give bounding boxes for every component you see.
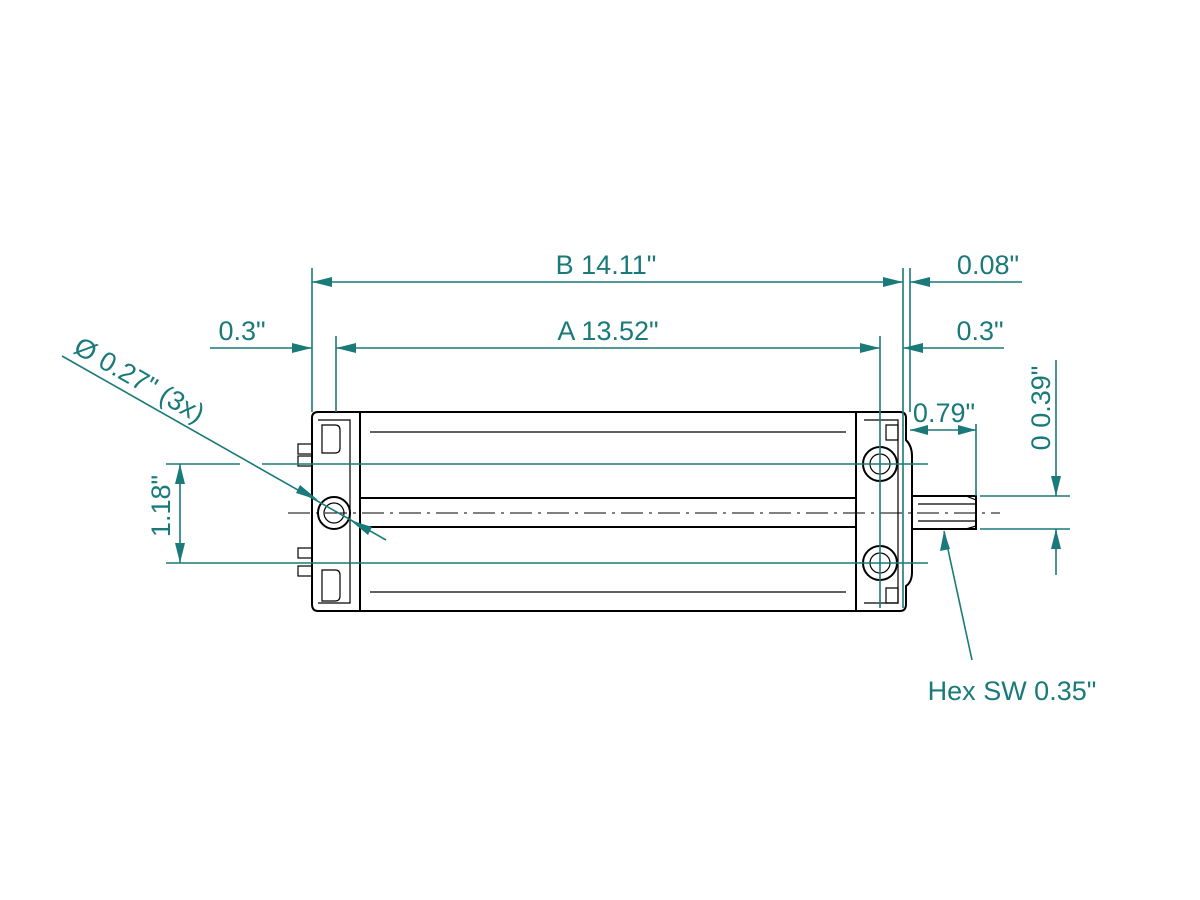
dimension-end-gap: 0.08" — [910, 250, 1022, 287]
dimension-body-length: A 13.52" — [336, 316, 880, 353]
dimension-right-offset: 0.3" — [903, 316, 1004, 353]
dimension-hole-spacing-label: 1.18" — [146, 475, 176, 537]
dimension-hole-diameter: Ø 0.27" (3x) — [61, 331, 387, 541]
extension-lines — [166, 268, 1070, 608]
dimension-right-offset-label: 0.3" — [956, 316, 1003, 346]
dimension-left-offset-label: 0.3" — [218, 316, 265, 346]
dimension-shaft-offset-label: 0 0.39" — [1026, 366, 1056, 451]
dimension-shaft-length: 0.79" — [910, 398, 976, 435]
dimension-left-offset: 0.3" — [210, 316, 312, 353]
dimension-shaft-length-label: 0.79" — [913, 398, 975, 428]
dimension-hex-size-label: Hex SW 0.35" — [928, 676, 1097, 706]
dimension-hole-spacing: 1.18" — [146, 464, 185, 563]
dimension-hole-diameter-label: Ø 0.27" (3x) — [69, 331, 210, 429]
dimension-body-length-label: A 13.52" — [557, 316, 658, 346]
dimension-shaft-offset: 0 0.39" — [1026, 360, 1061, 575]
dimension-hex-size: Hex SW 0.35" — [928, 530, 1097, 706]
dimension-overall-length-label: B 14.11" — [556, 250, 657, 280]
dimension-overall-length: B 14.11" — [312, 250, 903, 287]
dimension-end-gap-label: 0.08" — [957, 250, 1019, 280]
actuator-body — [297, 411, 913, 612]
